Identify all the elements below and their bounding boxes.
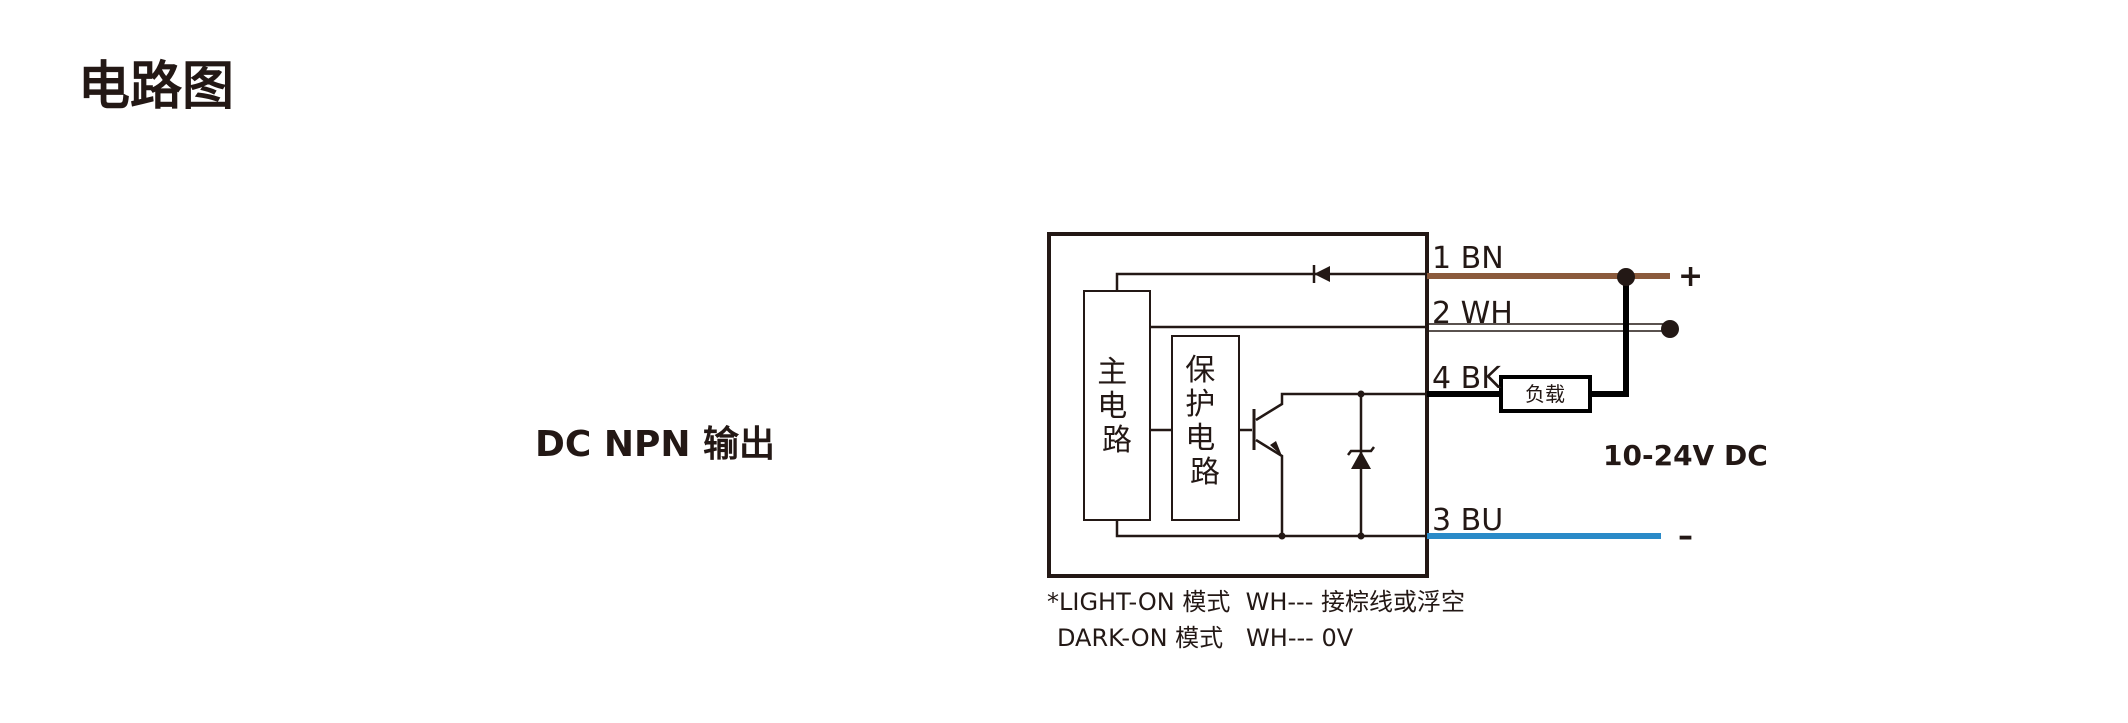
protection-circuit-label: 保 护 电 路: [1185, 353, 1225, 490]
load-label: 负载: [1525, 382, 1565, 406]
main-circuit-label: 主 电 路: [1097, 355, 1137, 458]
sensor-enclosure: [1047, 232, 1429, 578]
wire-label-bn: 1 BN: [1432, 241, 1504, 276]
supply-voltage-label: 10-24V DC: [1603, 439, 1768, 472]
plus-terminal: +: [1678, 259, 1703, 294]
internal-wiring: [1115, 272, 1427, 538]
wire-white: [1427, 320, 1679, 338]
page-title: 电路图: [78, 57, 234, 117]
zener-diode-icon: [1347, 446, 1375, 469]
wire-label-bk: 4 BK: [1432, 361, 1502, 396]
note-dark-on: DARK-ON 模式 WH--- 0V: [1057, 624, 1354, 652]
minus-terminal: –: [1678, 519, 1693, 554]
wire-label-bu: 3 BU: [1432, 503, 1503, 538]
output-type-label: DC NPN 输出: [535, 424, 775, 465]
wire-black: [1427, 268, 1635, 397]
npn-transistor-icon: [1252, 409, 1282, 456]
diode-icon: [1312, 265, 1330, 283]
junction-dots: [1278, 390, 1365, 540]
protection-circuit-box: [1171, 335, 1240, 521]
note-light-on: *LIGHT-ON 模式 WH--- 接棕线或浮空: [1047, 588, 1465, 616]
load-box: [1499, 375, 1592, 413]
wire-label-wh: 2 WH: [1432, 296, 1513, 331]
